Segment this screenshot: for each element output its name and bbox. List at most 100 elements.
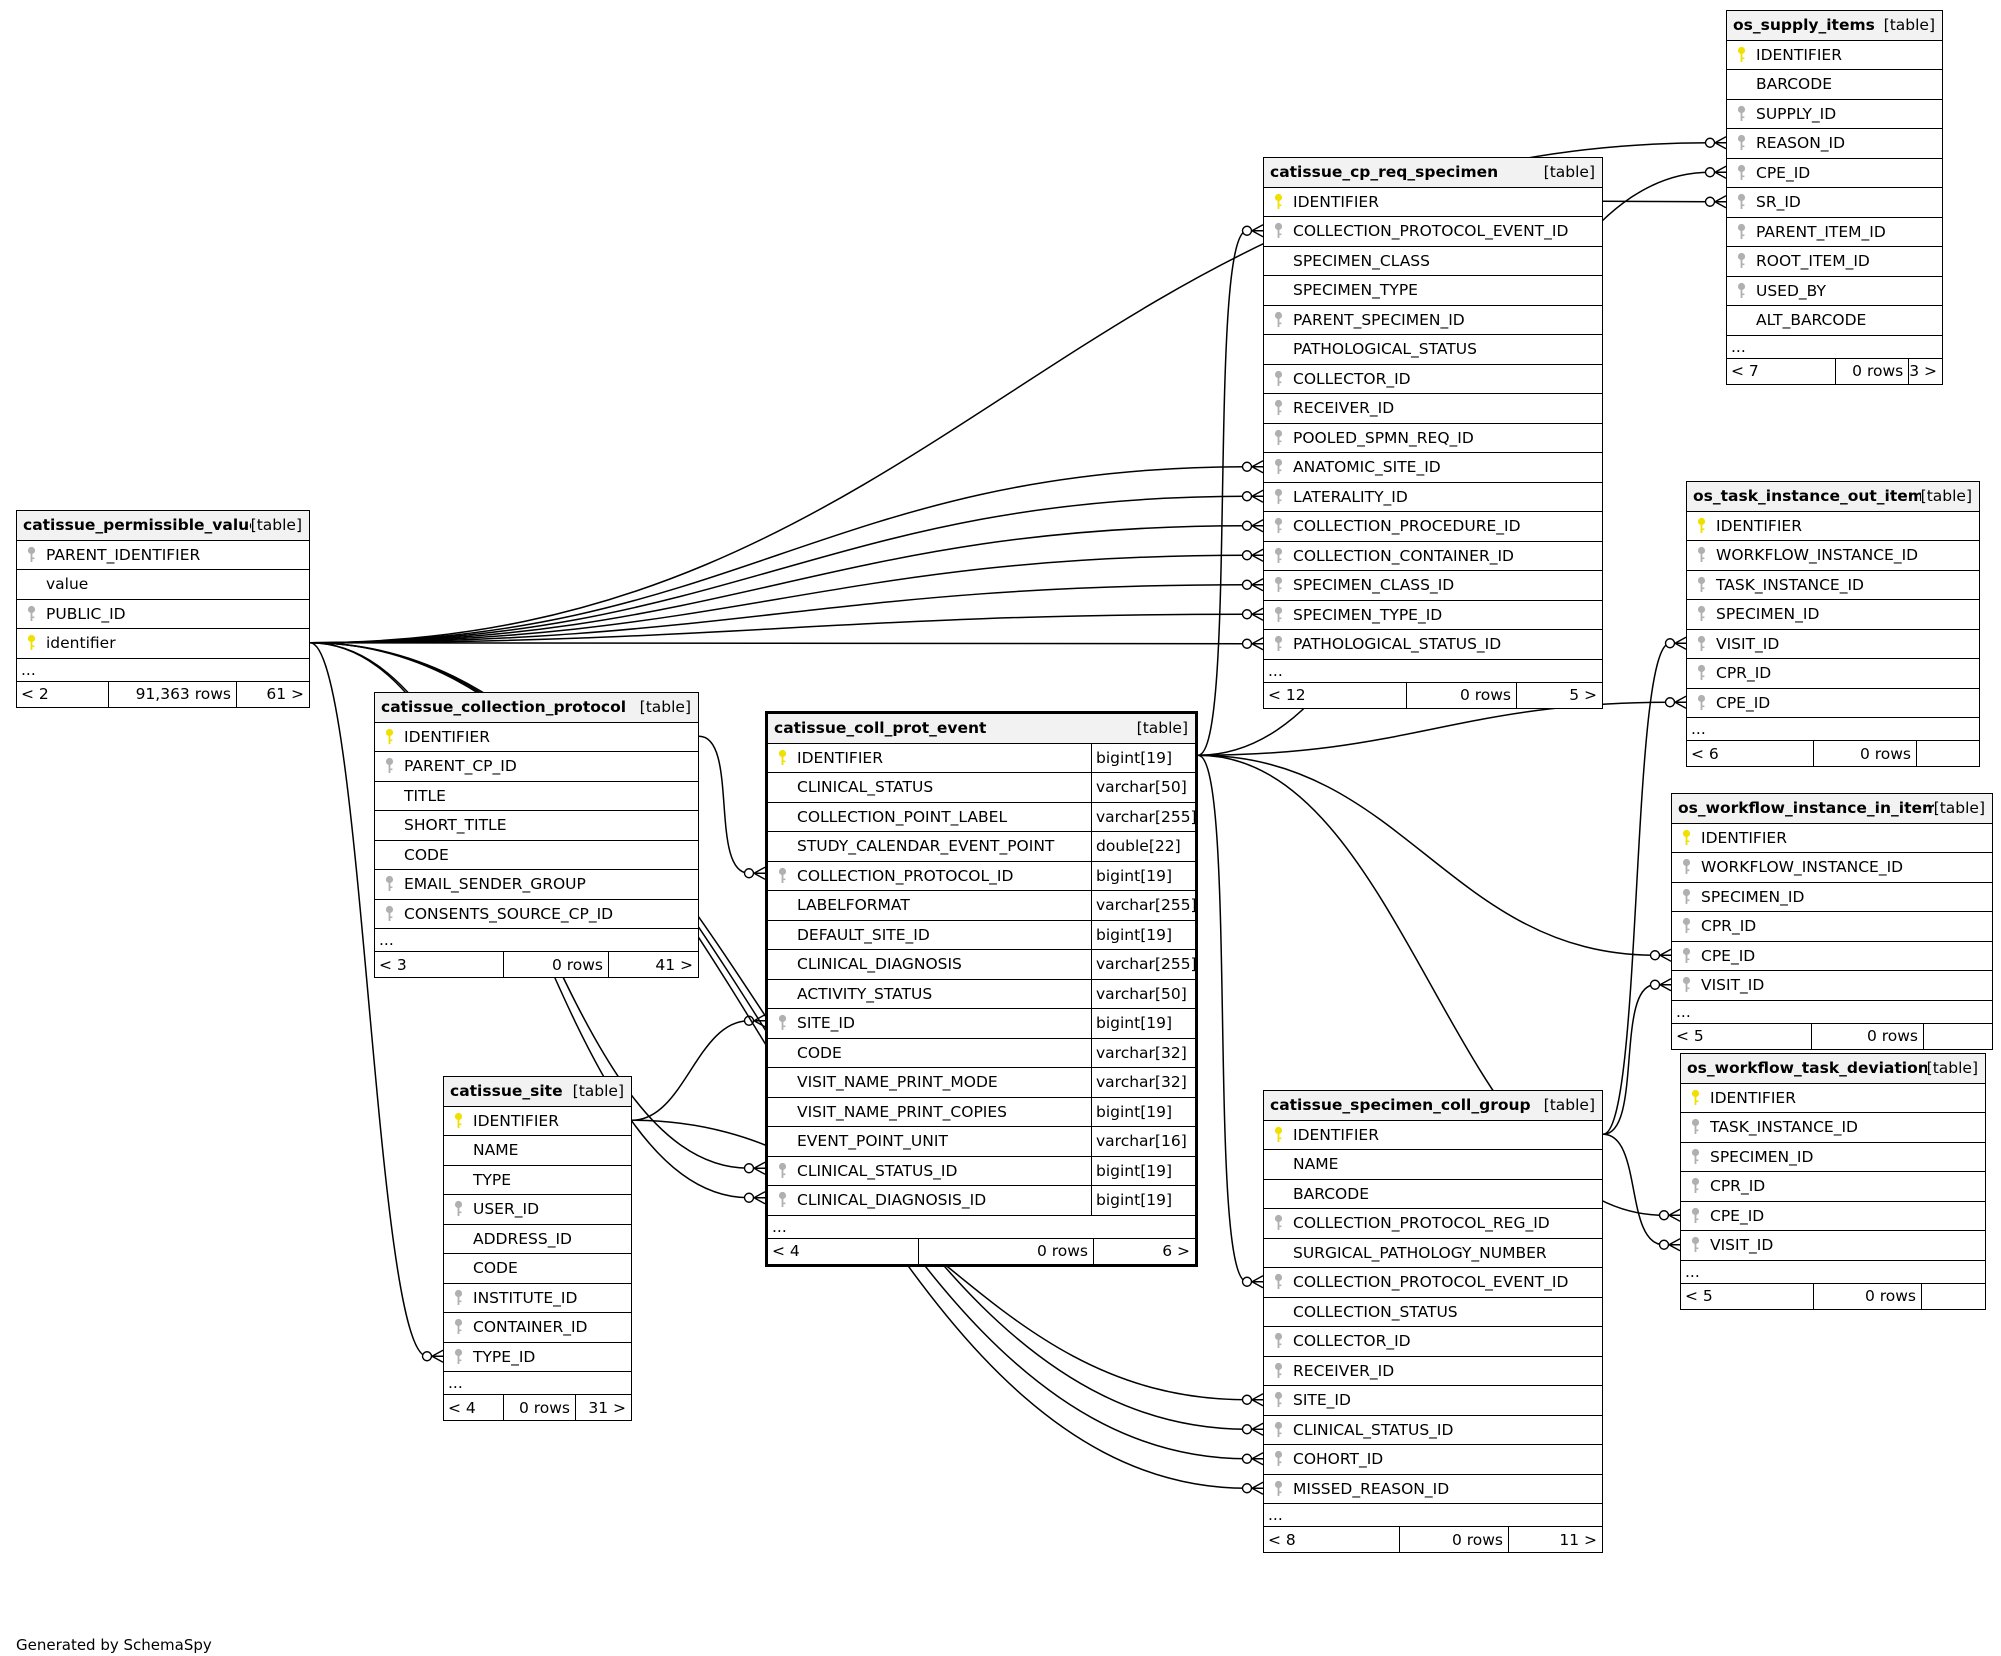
column-row[interactable]: EMAIL_SENDER_GROUP xyxy=(375,870,698,900)
column-name[interactable]: BARCODE xyxy=(1293,1184,1369,1203)
more-columns[interactable]: ... xyxy=(17,659,309,682)
column-name[interactable]: PARENT_CP_ID xyxy=(404,757,517,776)
column-name[interactable]: SURGICAL_PATHOLOGY_NUMBER xyxy=(1293,1243,1547,1262)
column-name[interactable]: WORKFLOW_INSTANCE_ID xyxy=(1716,546,1919,565)
column-row[interactable]: COLLECTION_STATUS xyxy=(1264,1298,1602,1327)
more-columns[interactable]: ... xyxy=(1672,1001,1992,1024)
table-name[interactable]: catissue_coll_prot_event xyxy=(774,719,987,738)
column-name[interactable]: COLLECTION_CONTAINER_ID xyxy=(1293,546,1514,565)
table-catissue-coll-prot-event[interactable]: catissue_coll_prot_event[table]IDENTIFIE… xyxy=(765,711,1198,1267)
column-name[interactable]: COLLECTOR_ID xyxy=(1293,1332,1411,1351)
column-name[interactable]: LABELFORMAT xyxy=(797,896,910,915)
column-row[interactable]: ADDRESS_ID xyxy=(444,1225,631,1254)
table-header[interactable]: os_task_instance_out_items[table] xyxy=(1687,482,1979,512)
table-name[interactable]: catissue_specimen_coll_group xyxy=(1270,1096,1531,1115)
column-name[interactable]: PARENT_SPECIMEN_ID xyxy=(1293,310,1465,329)
column-name[interactable]: CLINICAL_STATUS_ID xyxy=(797,1161,958,1180)
table-header[interactable]: catissue_permissible_value[table] xyxy=(17,511,309,541)
parents-count[interactable]: < 4 xyxy=(768,1238,919,1264)
column-name[interactable]: VISIT_ID xyxy=(1716,634,1780,653)
column-name[interactable]: SR_ID xyxy=(1756,193,1801,212)
column-name[interactable]: COLLECTION_PROTOCOL_EVENT_ID xyxy=(1293,222,1569,241)
column-name[interactable]: CLINICAL_STATUS xyxy=(797,778,934,797)
column-name[interactable]: TITLE xyxy=(404,786,446,805)
column-row[interactable]: PATHOLOGICAL_STATUS xyxy=(1264,335,1602,365)
column-name[interactable]: value xyxy=(46,575,89,594)
column-name[interactable]: WORKFLOW_INSTANCE_ID xyxy=(1701,858,1904,877)
column-name[interactable]: IDENTIFIER xyxy=(1293,192,1379,211)
column-row[interactable]: BARCODE xyxy=(1727,70,1942,100)
column-row[interactable]: COLLECTOR_ID xyxy=(1264,1327,1602,1357)
column-name[interactable]: CPE_ID xyxy=(1756,163,1811,182)
column-name[interactable]: STUDY_CALENDAR_EVENT_POINT xyxy=(797,837,1055,856)
column-row[interactable]: VISIT_ID xyxy=(1681,1231,1985,1261)
table-header[interactable]: os_workflow_task_deviations[table] xyxy=(1681,1054,1985,1084)
column-name[interactable]: POOLED_SPMN_REQ_ID xyxy=(1293,428,1474,447)
column-row[interactable]: SPECIMEN_CLASS xyxy=(1264,247,1602,276)
column-name[interactable]: LATERALITY_ID xyxy=(1293,487,1408,506)
parents-count[interactable]: < 8 xyxy=(1264,1527,1400,1552)
column-name[interactable]: IDENTIFIER xyxy=(1716,516,1802,535)
column-row[interactable]: SURGICAL_PATHOLOGY_NUMBER xyxy=(1264,1239,1602,1268)
more-columns[interactable]: ... xyxy=(1727,336,1942,359)
column-name[interactable]: NAME xyxy=(473,1141,519,1160)
column-row[interactable]: WORKFLOW_INSTANCE_ID xyxy=(1687,541,1979,571)
parents-count[interactable]: < 5 xyxy=(1672,1023,1812,1049)
column-row[interactable]: IDENTIFIER xyxy=(1681,1084,1985,1113)
column-row[interactable]: TYPE xyxy=(444,1166,631,1195)
table-catissue-collection-protocol[interactable]: catissue_collection_protocol[table]IDENT… xyxy=(374,692,699,978)
column-name[interactable]: TYPE_ID xyxy=(473,1347,536,1366)
column-name[interactable]: VISIT_ID xyxy=(1701,976,1765,995)
column-row[interactable]: IDENTIFIER xyxy=(444,1107,631,1136)
table-name[interactable]: os_workflow_instance_in_items xyxy=(1678,799,1934,818)
parents-count[interactable]: < 6 xyxy=(1687,741,1814,766)
column-name[interactable]: NAME xyxy=(1293,1155,1339,1174)
column-name[interactable]: ROOT_ITEM_ID xyxy=(1756,252,1870,271)
column-name[interactable]: SPECIMEN_ID xyxy=(1716,605,1820,624)
column-row[interactable]: COLLECTION_PROTOCOL_EVENT_ID xyxy=(1264,217,1602,247)
column-row[interactable]: IDENTIFIER xyxy=(1264,188,1602,217)
table-name[interactable]: catissue_permissible_value xyxy=(23,516,251,535)
column-name[interactable]: COLLECTION_PROCEDURE_ID xyxy=(1293,517,1521,536)
column-row[interactable]: TASK_INSTANCE_ID xyxy=(1681,1113,1985,1143)
more-columns[interactable]: ... xyxy=(1264,660,1602,683)
column-row[interactable]: CPE_ID xyxy=(1687,689,1979,718)
table-name[interactable]: os_task_instance_out_items xyxy=(1693,487,1921,506)
column-row[interactable]: PUBLIC_ID xyxy=(17,600,309,629)
column-name[interactable]: SPECIMEN_ID xyxy=(1701,887,1805,906)
column-name[interactable]: VISIT_NAME_PRINT_MODE xyxy=(797,1073,998,1092)
column-row[interactable]: TASK_INSTANCE_ID xyxy=(1687,571,1979,600)
column-row[interactable]: IDENTIFIER xyxy=(1672,824,1992,853)
parents-count[interactable]: < 7 xyxy=(1727,358,1837,384)
table-os-workflow-task-deviations[interactable]: os_workflow_task_deviations[table]IDENTI… xyxy=(1680,1053,1986,1310)
column-row[interactable]: SUPPLY_ID xyxy=(1727,100,1942,129)
column-row[interactable]: PARENT_ITEM_ID xyxy=(1727,218,1942,247)
column-name[interactable]: COLLECTION_PROTOCOL_ID xyxy=(797,866,1014,885)
column-name[interactable]: ANATOMIC_SITE_ID xyxy=(1293,458,1441,477)
parents-count[interactable]: < 2 xyxy=(17,681,109,707)
column-name[interactable]: RECEIVER_ID xyxy=(1293,399,1395,418)
column-name[interactable]: PARENT_IDENTIFIER xyxy=(46,545,201,564)
table-name[interactable]: catissue_cp_req_specimen xyxy=(1270,163,1499,182)
column-row[interactable]: COLLECTOR_ID xyxy=(1264,365,1602,394)
table-name[interactable]: catissue_collection_protocol xyxy=(381,698,627,717)
column-name[interactable]: SUPPLY_ID xyxy=(1756,104,1837,123)
column-name[interactable]: CODE xyxy=(404,845,449,864)
column-name[interactable]: ALT_BARCODE xyxy=(1756,311,1867,330)
column-name[interactable]: COLLECTION_POINT_LABEL xyxy=(797,807,1008,826)
column-row[interactable]: SPECIMEN_ID xyxy=(1672,883,1992,912)
column-name[interactable]: PUBLIC_ID xyxy=(46,604,126,623)
column-name[interactable]: CPE_ID xyxy=(1716,693,1771,712)
table-header[interactable]: catissue_specimen_coll_group[table] xyxy=(1264,1091,1602,1121)
column-row[interactable]: CLINICAL_STATUS_ID xyxy=(1264,1416,1602,1445)
column-name[interactable]: IDENTIFIER xyxy=(797,748,883,767)
column-name[interactable]: identifier xyxy=(46,634,116,653)
column-row[interactable]: SHORT_TITLE xyxy=(375,811,698,841)
